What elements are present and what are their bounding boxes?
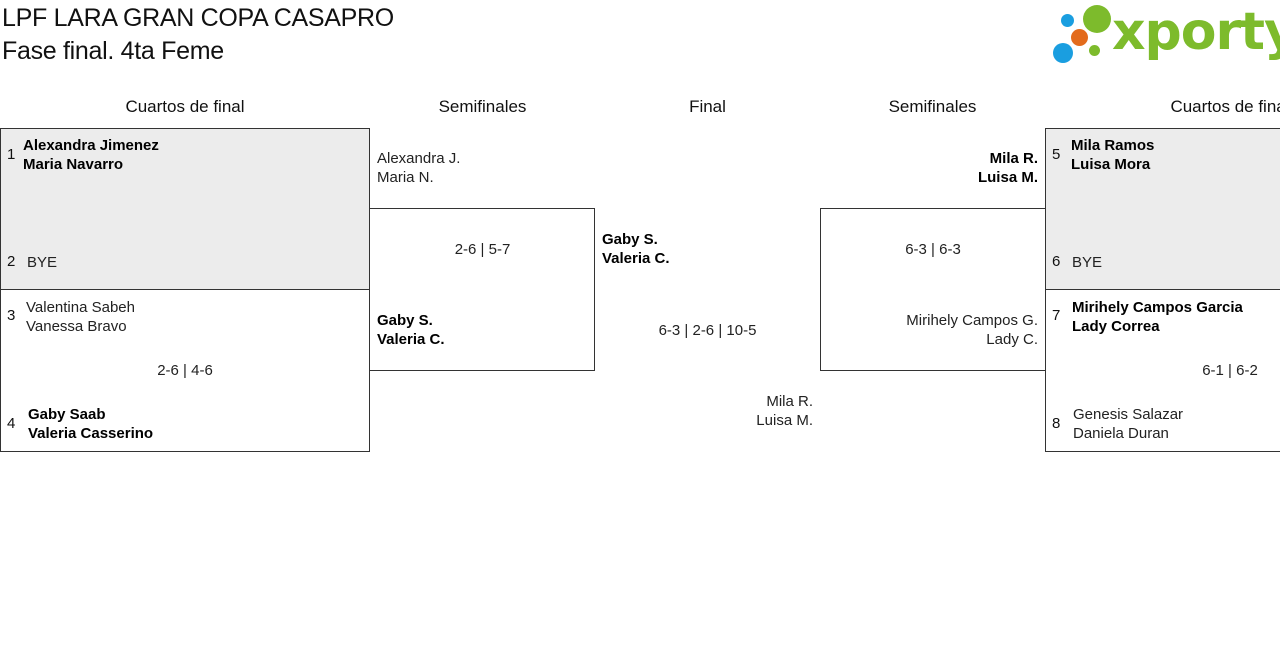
seed-number: 6 — [1052, 253, 1061, 270]
seed-number: 2 — [7, 253, 16, 270]
player-name: Maria N. — [377, 169, 434, 186]
player-name: Luisa M. — [977, 169, 1038, 186]
player-name: Valeria C. — [377, 331, 445, 348]
player-name: Valeria C. — [602, 250, 670, 267]
player-name: Vanessa Bravo — [26, 318, 127, 335]
player-name: Maria Navarro — [23, 156, 124, 173]
xporty-logo: xporty — [1050, 2, 1280, 66]
seed-number: 3 — [7, 307, 16, 324]
player-name: Valeria Casserino — [28, 425, 154, 442]
player-name: Mirihely Campos Garcia — [1072, 299, 1243, 316]
player-name: Lady Correa — [1072, 318, 1160, 335]
round-header-right-qf: Cuartos de final — [1170, 97, 1280, 116]
player-name: Mila R. — [766, 393, 813, 410]
logo-dot-blue-large — [1053, 43, 1073, 63]
player-name: Luisa Mora — [1071, 156, 1151, 173]
logo-dot-green — [1083, 5, 1111, 33]
seed-number: 4 — [7, 415, 16, 432]
qf-match-1[interactable] — [0, 128, 370, 290]
final-score: 6-3 | 2-6 | 10-5 — [658, 322, 757, 339]
logo-dot-orange — [1071, 29, 1088, 46]
logo-dot-green-small — [1089, 45, 1100, 56]
match-score: 6-1 | 6-2 — [1202, 362, 1258, 379]
player-name: Genesis Salazar — [1073, 406, 1184, 423]
sf-left-match[interactable] — [369, 208, 595, 371]
player-name: Gaby S. — [377, 312, 433, 329]
player-name: Daniela Duran — [1073, 425, 1169, 442]
seed-number: 8 — [1052, 415, 1061, 432]
round-header-left-qf: Cuartos de final — [125, 97, 245, 116]
player-name: Gaby S. — [602, 231, 658, 248]
match-score: 2-6 | 5-7 — [454, 241, 511, 258]
match-score: 2-6 | 4-6 — [157, 362, 213, 379]
logo-wordmark: xporty — [1112, 2, 1280, 62]
phase-subtitle: Fase final. 4ta Feme — [2, 37, 224, 65]
player-name: Mila R. — [989, 150, 1038, 167]
player-name: Gaby Saab — [28, 406, 106, 423]
seed-number: 7 — [1052, 307, 1061, 324]
seed-number: 5 — [1052, 146, 1061, 163]
match-score: 6-3 | 6-3 — [905, 241, 961, 258]
round-header-left-sf: Semifinales — [438, 97, 527, 116]
player-name: Mila Ramos — [1071, 137, 1155, 154]
logo-dot-blue-small — [1061, 14, 1074, 27]
player-name: Alexandra Jimenez — [23, 137, 159, 154]
round-header-final: Final — [689, 97, 726, 116]
tournament-title: LPF LARA GRAN COPA CASAPRO — [2, 4, 394, 32]
player-name: Valentina Sabeh — [26, 299, 135, 316]
player-name: BYE — [1072, 254, 1103, 271]
qf-match-4[interactable] — [1045, 289, 1280, 452]
player-name: BYE — [27, 254, 58, 271]
round-header-right-sf: Semifinales — [888, 97, 977, 116]
qf-match-3[interactable] — [1045, 128, 1280, 290]
player-name: Lady C. — [986, 331, 1038, 348]
player-name: Alexandra J. — [377, 150, 461, 167]
seed-number: 1 — [7, 146, 16, 163]
player-name: Mirihely Campos G. — [906, 312, 1038, 329]
player-name: Luisa M. — [756, 412, 813, 429]
